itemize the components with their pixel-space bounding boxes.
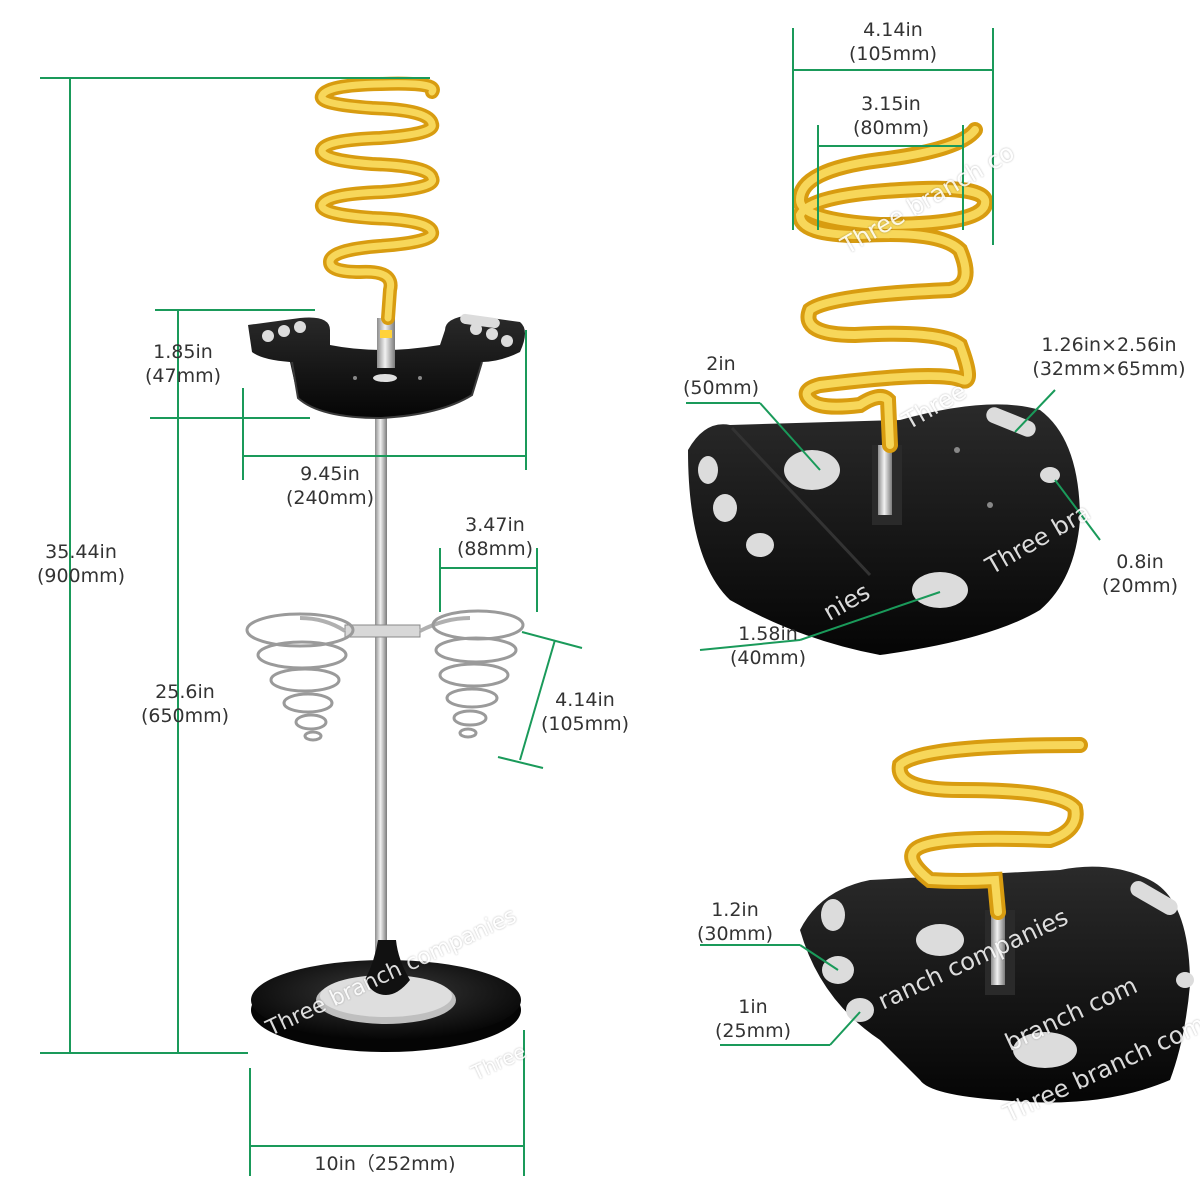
dimension-lines-top-right <box>686 28 1101 651</box>
tray-closeup-top <box>686 28 1101 655</box>
dimension-lines-bottom-right <box>700 944 861 1046</box>
wire-holder-left <box>245 612 355 742</box>
large-hole-label: 2in(50mm) <box>682 353 760 399</box>
total-height-label: 35.44in(900mm) <box>36 541 126 587</box>
coil-inner-label: 3.15in(80mm) <box>852 93 930 139</box>
medium-hole-label: 1.58in(40mm) <box>729 623 807 669</box>
hole-25-label: 1in(25mm) <box>714 996 792 1042</box>
tray-width-label: 9.45in(240mm) <box>285 463 375 509</box>
holder-width-label: 3.47in(88mm) <box>456 514 534 560</box>
slot-label: 1.26in×2.56in(32mm×65mm) <box>1032 334 1186 380</box>
tray-height-label: 1.85in(47mm) <box>144 341 222 387</box>
coil-outer-label: 4.14in(105mm) <box>848 19 938 65</box>
small-hole-label: 0.8in(20mm) <box>1101 551 1179 597</box>
holder-height-label: 4.14in(105mm) <box>540 689 630 735</box>
dimension-lines-left <box>40 77 583 1176</box>
coil-holder <box>314 76 440 325</box>
hole-30-label: 1.2in(30mm) <box>696 899 774 945</box>
base-width-label: 10in（252mm) <box>314 1153 456 1175</box>
pole <box>375 395 387 965</box>
full-stand-illustration <box>40 76 583 1176</box>
wire-holder-right <box>431 609 525 739</box>
lower-height-label: 25.6in(650mm) <box>140 681 230 727</box>
weighted-base <box>251 940 521 1052</box>
tray-closeup-bottom <box>700 737 1194 1103</box>
